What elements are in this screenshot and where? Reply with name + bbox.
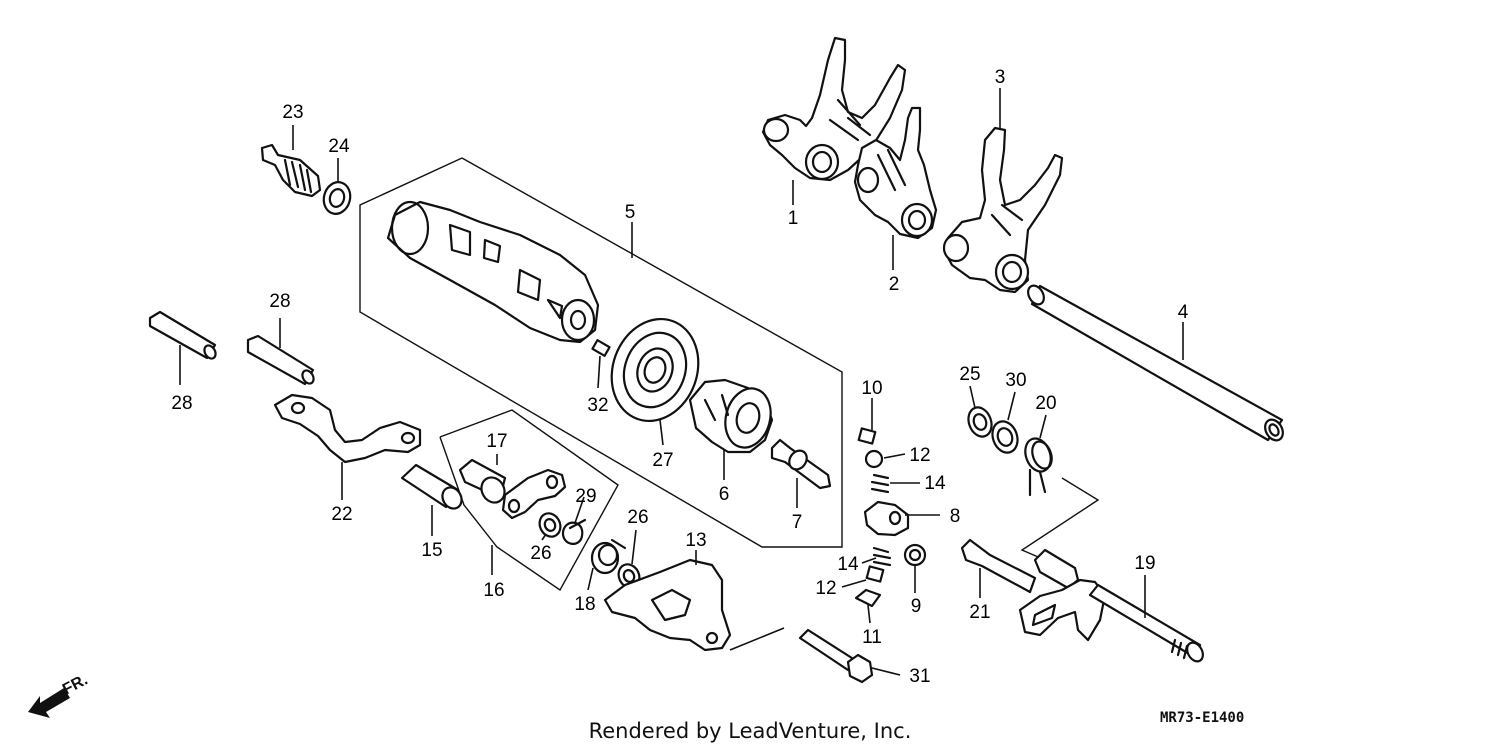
- dowel-pin: [591, 339, 611, 357]
- special-bolt: [770, 438, 832, 490]
- front-direction-indicator: FR.: [28, 671, 91, 718]
- bearing: [610, 317, 700, 423]
- callout-14-lower: 14: [837, 554, 859, 575]
- stopper-spring-lower: [872, 546, 892, 567]
- pin-lower: [865, 565, 885, 583]
- callout-21: 21: [969, 602, 990, 623]
- drum-center: [688, 378, 774, 454]
- callout-1: 1: [788, 208, 799, 229]
- callout-26-upper: 26: [530, 543, 551, 564]
- callout-4: 4: [1178, 302, 1189, 323]
- callout-18: 18: [574, 594, 595, 615]
- callout-12-lower: 12: [815, 578, 836, 599]
- leader-lines: [179, 88, 1184, 676]
- callout-13: 13: [685, 530, 706, 551]
- callout-6: 6: [719, 484, 730, 505]
- callout-10: 10: [861, 378, 882, 399]
- callout-26-lower: 26: [627, 507, 648, 528]
- stopper-plate: [273, 393, 422, 464]
- dowel-pin-right: [246, 334, 315, 386]
- callout-9: 9: [911, 596, 922, 617]
- callout-16: 16: [483, 580, 504, 601]
- dowel-pin-left: [148, 310, 217, 360]
- washer-upper: [538, 512, 562, 538]
- callout-19: 19: [1134, 553, 1155, 574]
- shift-arm-bolt: [960, 538, 1037, 594]
- callout-11: 11: [862, 627, 882, 648]
- flange-bolt: [798, 628, 874, 684]
- callout-30: 30: [1005, 370, 1026, 391]
- shift-drum-cap-upper: [864, 449, 884, 469]
- callout-labels: 1 2 3 4 5 6 7 8 9 10 11 12 12 13 14 14 1…: [171, 67, 1188, 687]
- callout-14-upper: 14: [924, 473, 946, 494]
- callout-15: 15: [421, 540, 442, 561]
- shift-fork-2: [853, 106, 938, 240]
- stopper-arm-collar: [458, 458, 507, 504]
- callout-31: 31: [909, 666, 930, 687]
- stopper-nut: [903, 543, 927, 567]
- callout-5: 5: [625, 202, 636, 223]
- callout-24: 24: [328, 136, 350, 157]
- callout-32: 32: [587, 395, 608, 416]
- callout-12-upper: 12: [909, 445, 930, 466]
- callout-29: 29: [575, 486, 596, 507]
- fork-shaft: [1027, 284, 1284, 442]
- callout-25: 25: [959, 364, 980, 385]
- sealing-washer: [322, 181, 352, 215]
- stopper-arm: [501, 468, 567, 520]
- callout-27: 27: [652, 450, 673, 471]
- callout-17: 17: [486, 431, 507, 452]
- callout-20: 20: [1035, 393, 1056, 414]
- collar: [400, 463, 463, 510]
- callout-22: 22: [331, 504, 352, 525]
- shift-drum-pin-upper: [857, 427, 877, 445]
- return-spring-shaft: [1024, 437, 1053, 497]
- shaft-spring-frame: [1020, 477, 1100, 561]
- front-arrow-icon: [28, 688, 70, 718]
- oil-seal: [991, 420, 1019, 454]
- washer-outer: [967, 406, 993, 438]
- callout-8: 8: [950, 506, 961, 527]
- callout-28-right: 28: [269, 291, 290, 312]
- shift-drum-spring-upper: [870, 473, 890, 494]
- callout-2: 2: [889, 274, 900, 295]
- shift-drum: [386, 200, 600, 344]
- neutral-switch: [260, 143, 322, 198]
- shift-drum-assembly-frame: [359, 157, 843, 548]
- render-credit: Rendered by LeadVenture, Inc.: [589, 719, 912, 743]
- callout-7: 7: [792, 512, 803, 533]
- shift-spindle: [1018, 548, 1204, 663]
- callout-28-left: 28: [171, 393, 192, 414]
- guide-plate: [603, 558, 732, 652]
- plate-pin: [854, 588, 882, 608]
- stopper-spring: [561, 518, 587, 545]
- shift-fork-3: [942, 126, 1064, 294]
- return-spring: [590, 538, 627, 575]
- callout-23: 23: [282, 102, 303, 123]
- shift-drum-stopper: [863, 500, 910, 537]
- stopper-arm-assembly-frame: [439, 409, 619, 592]
- callout-3: 3: [995, 67, 1006, 88]
- diagram-code: MR73-E1400: [1160, 710, 1244, 726]
